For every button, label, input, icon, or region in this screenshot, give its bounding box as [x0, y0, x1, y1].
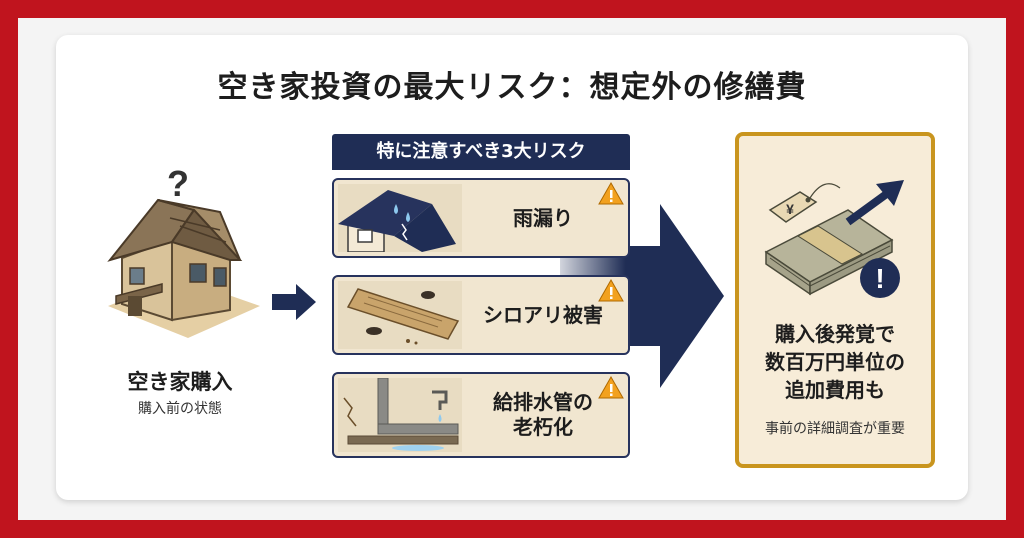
house-sublabel: 購入前の状態 — [138, 401, 222, 417]
result-line3: 追加費用も — [785, 378, 885, 402]
risk-label: 給排水管の 老朽化 — [472, 374, 614, 456]
risk-card-roof-leak: 雨漏り — [332, 178, 630, 258]
result-main-text: 購入後発覚で 数百万円単位の 追加費用も — [735, 320, 935, 404]
risk-card-pipes: 給排水管の 老朽化 — [332, 372, 630, 458]
warning-icon — [598, 376, 624, 399]
risk-card-termites: シロアリ被害 — [332, 275, 630, 355]
page-title: 空き家投資の最大リスク：想定外の修繕費 — [217, 70, 807, 105]
exclamation-icon: ! — [875, 263, 884, 294]
risk-label: 雨漏り — [513, 205, 573, 230]
old-pipes-illustration — [338, 378, 462, 452]
question-mark-icon: ? — [167, 163, 189, 204]
leaking-roof-illustration — [338, 184, 462, 252]
result-sublabel: 事前の詳細調査が重要 — [765, 421, 905, 437]
termite-wood-illustration — [338, 281, 462, 349]
warning-icon — [598, 182, 624, 205]
risk-label: シロアリ被害 — [483, 302, 603, 327]
result-box — [735, 132, 935, 468]
warning-icon — [598, 279, 624, 302]
house-label: 空き家購入 — [127, 370, 233, 394]
house-illustration: ? — [107, 163, 260, 338]
risk-label-line2: 老朽化 — [513, 415, 573, 439]
yen-icon: ¥ — [786, 201, 794, 217]
risk-header: 特に注意すべき3大リスク — [332, 134, 630, 170]
result-line2: 数百万円単位の — [765, 350, 905, 374]
arrow-right-icon — [272, 284, 316, 320]
risk-label-line1: 給排水管の — [493, 390, 593, 414]
result-line1: 購入後発覚で — [775, 322, 895, 346]
money-cost-illustration: ¥ ! — [764, 180, 904, 298]
